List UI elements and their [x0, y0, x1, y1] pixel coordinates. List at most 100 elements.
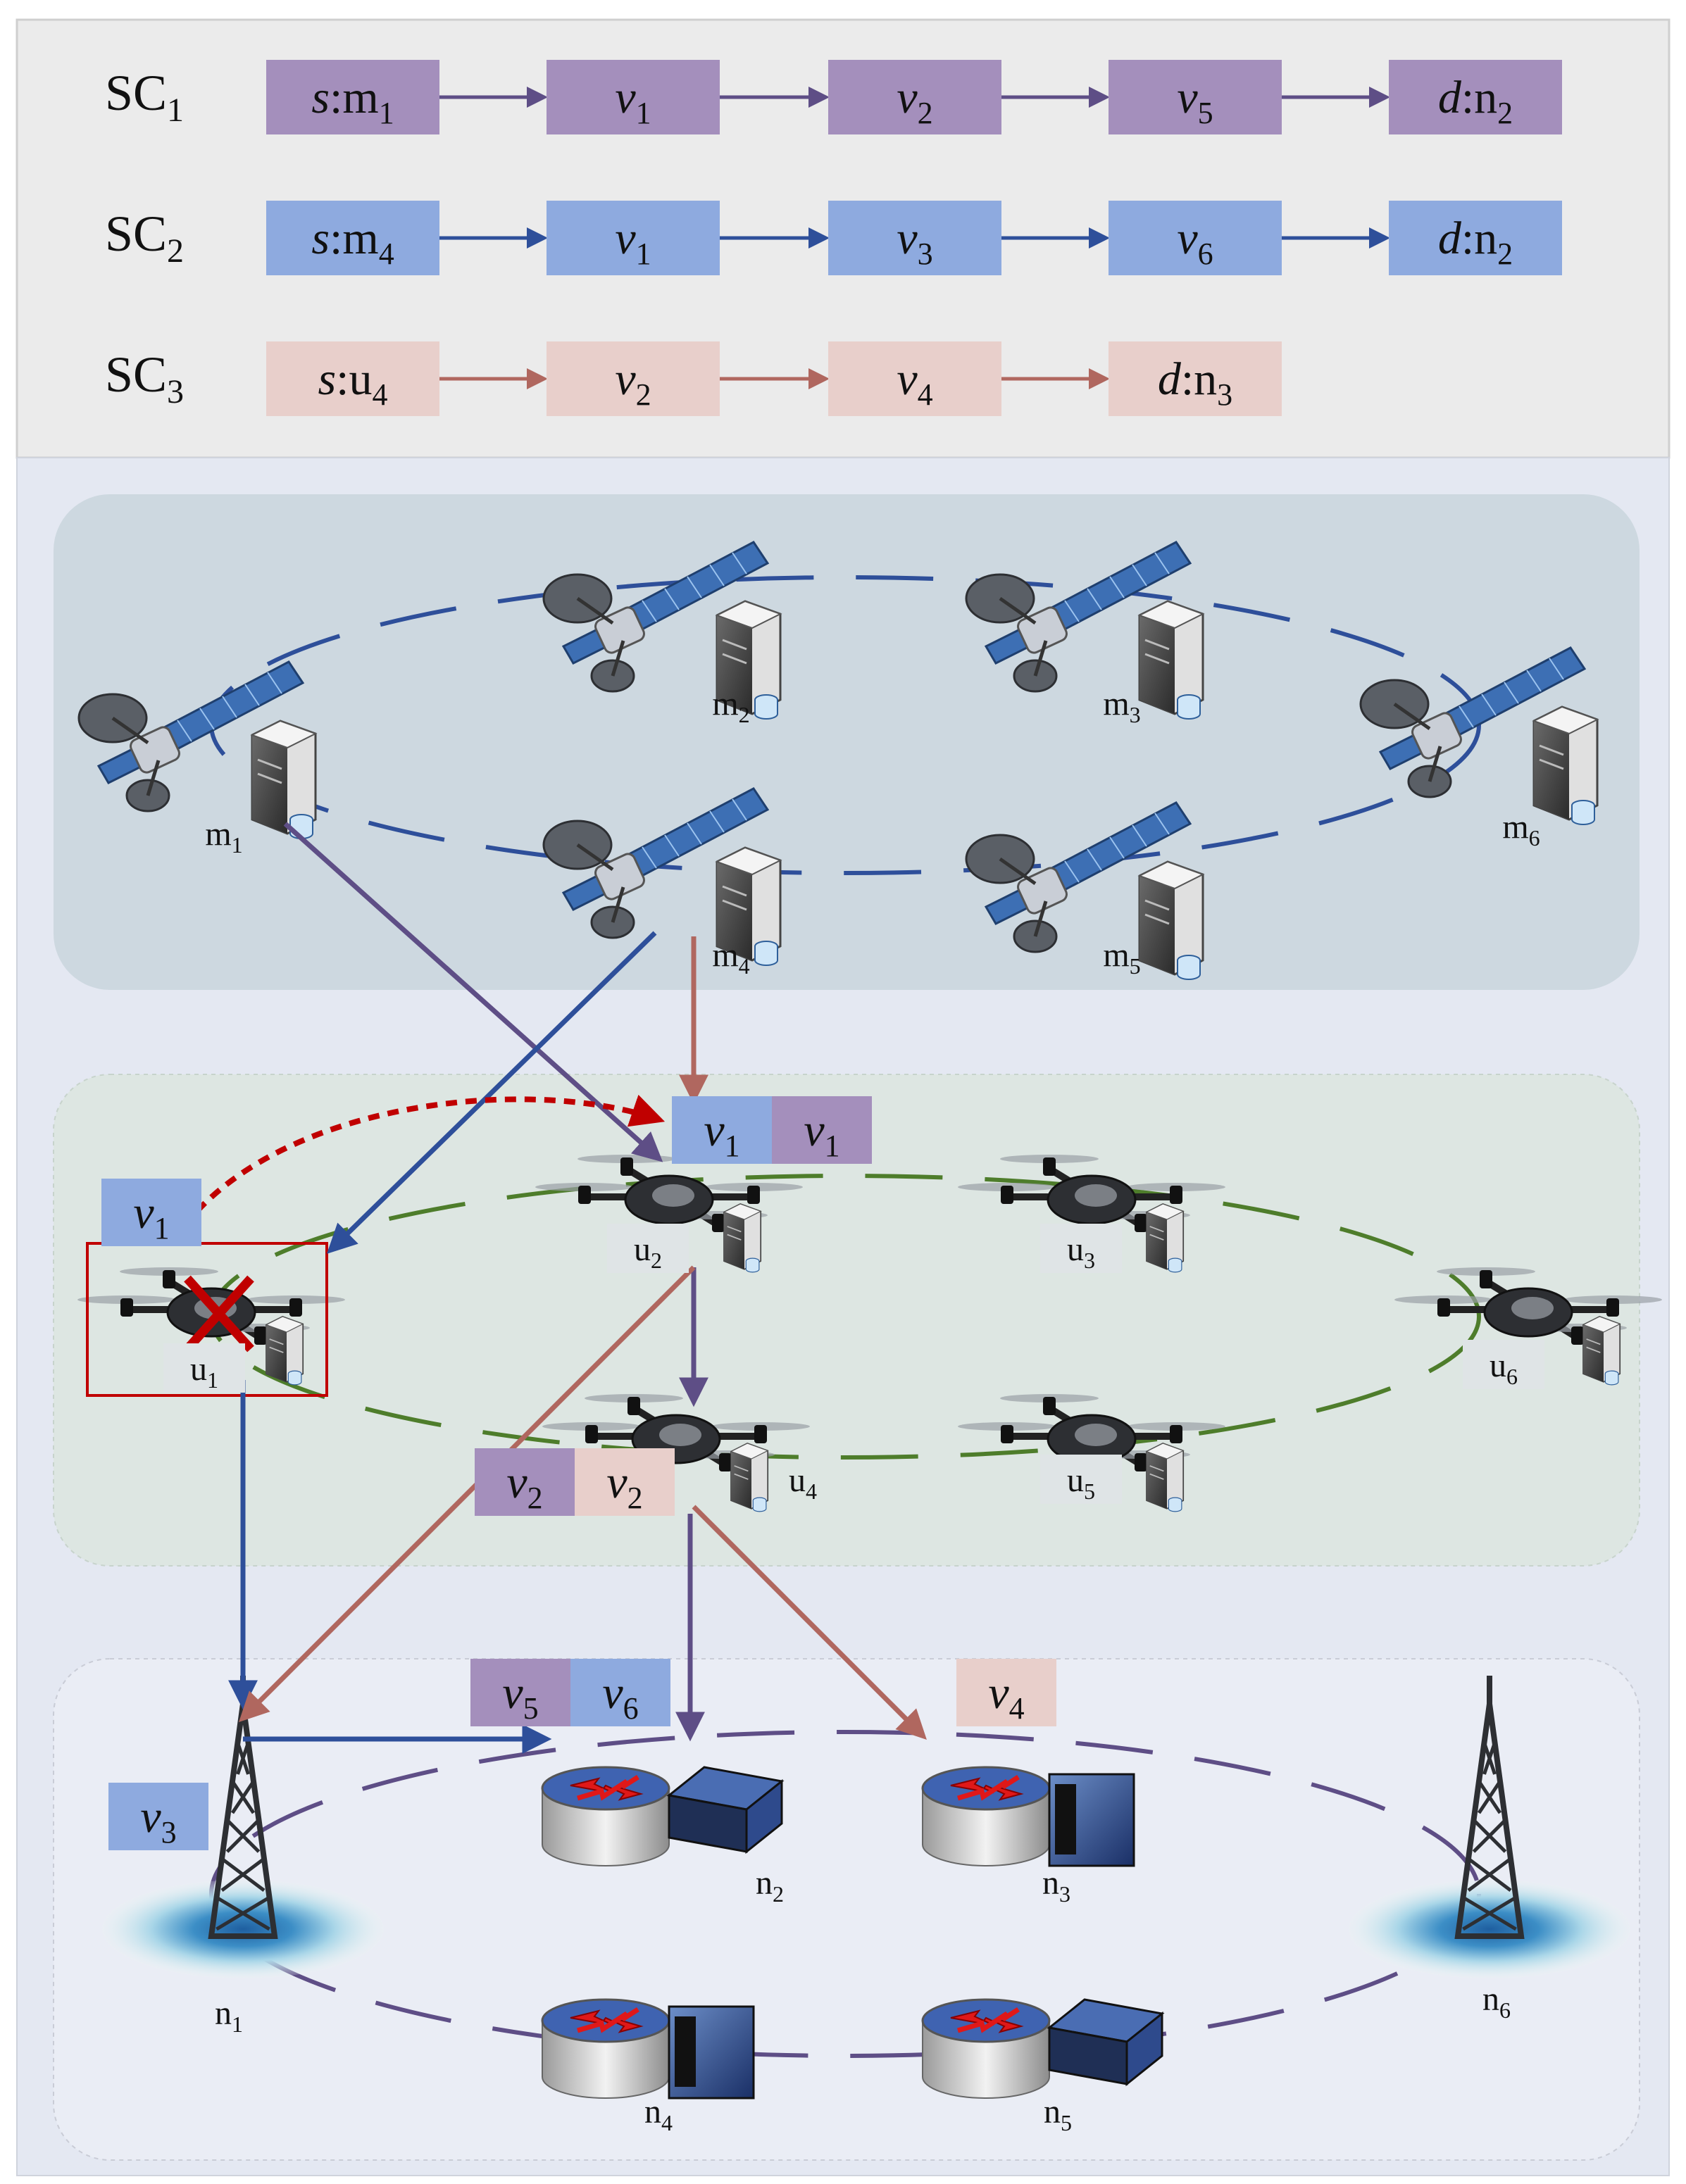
drone-u1-server-icon-top	[265, 1316, 304, 1333]
node-label-m3-text: m	[1103, 685, 1129, 722]
chain-3-box-4-label-text: :n	[1181, 353, 1217, 405]
tag-n3-v4-label-sub: 4	[1009, 1691, 1025, 1726]
node-label-n1-sub: 1	[232, 2012, 243, 2037]
tag-u2-v1-purple	[772, 1096, 872, 1164]
tower-n6	[1349, 1676, 1630, 1978]
chain-1-box-1-label-sub: 1	[379, 96, 394, 130]
flow-m1-u2	[283, 822, 663, 1162]
tag-n2-v6-label-italic: v	[602, 1667, 623, 1719]
drone-u3-motor-3	[1043, 1157, 1056, 1176]
satellite-m5-dish-arm	[999, 857, 1037, 886]
drone-u2-server-icon-slot	[727, 1226, 742, 1233]
drone-u1-motor-2	[289, 1298, 302, 1317]
drone-u4-motor-3	[627, 1397, 640, 1415]
tag-n2-v5-label-italic: v	[502, 1667, 523, 1719]
drone-u6-canopy	[1511, 1297, 1554, 1319]
node-label-m5-text: m	[1103, 936, 1129, 974]
drone-u4-server-icon-front	[731, 1451, 751, 1509]
chain-1-box-2-label: v1	[615, 72, 651, 130]
satellite-m5-server-icon-db-body	[1177, 960, 1201, 980]
drone-u3-motor-1	[1001, 1186, 1013, 1204]
node-label-m6-text: m	[1502, 808, 1528, 846]
drone-u6-motor-1	[1437, 1298, 1450, 1317]
network-nodes	[77, 541, 1662, 2100]
drone-u4-server-icon-top	[730, 1443, 769, 1460]
satellite-m5	[965, 801, 1205, 980]
satellite-m4-far-server-icon-front	[1534, 721, 1569, 820]
flow-m4-u1	[326, 931, 657, 1254]
drone-u6-server-icon-slot2	[1586, 1346, 1601, 1353]
tag-n2-v5	[470, 1659, 570, 1726]
drone-u2-motor-4	[712, 1214, 725, 1232]
satellite-m4-far-server-icon	[1532, 705, 1599, 825]
drone-u4-server-icon-slot	[734, 1465, 749, 1472]
failure-box	[86, 1242, 328, 1397]
satellite-m3-panel-cell	[1132, 564, 1147, 586]
tower-n6-tower-strut-b	[1472, 1819, 1507, 1853]
chain-1-box-2-label-sub: 1	[636, 96, 651, 130]
satellite-m4-far-dish-arm	[1393, 702, 1431, 731]
router-n4-router-arrows	[570, 2009, 644, 2033]
drone-u3	[958, 1155, 1225, 1273]
drone-u4-motor-2	[754, 1425, 767, 1443]
node-label-n4-text: n	[644, 2093, 661, 2130]
drone-u6-server-icon-front	[1583, 1324, 1604, 1382]
satellite-m2-dish2-arm	[611, 640, 625, 677]
drone-u2-motor-2	[747, 1186, 760, 1204]
node-label-u4-sub: 4	[806, 1479, 817, 1504]
router-n5-router-arrows	[950, 2009, 1024, 2033]
satellite-m5-panel-cell	[1132, 824, 1147, 847]
node-label-n3-text: n	[1042, 1864, 1059, 1902]
satellite-m2-panel-cell	[664, 588, 680, 610]
tag-u4-v2-pink-label: v2	[606, 1457, 642, 1515]
satellite-m3-server-icon-db-body	[1177, 700, 1201, 720]
satellite-m5-panel-cell	[1064, 860, 1080, 883]
chain-2-box-2-label: v1	[615, 213, 651, 271]
router-n5-switch-side	[1125, 2011, 1163, 2087]
satellite-m1-panel-cell	[177, 720, 192, 742]
chain-1-box-1	[266, 60, 439, 134]
tower-n1-tower-strut-b	[230, 1780, 256, 1814]
tag-u4-v2-purple	[475, 1448, 575, 1516]
uav-layer-panel	[53, 1074, 1640, 1567]
satellite-m2-server-icon-slot2	[722, 653, 747, 665]
tower-n6-tower-strut-b	[1467, 1857, 1512, 1892]
tag-u4-v2-pink-label-sub: 2	[627, 1481, 643, 1515]
chain-2-box-1-label-text: :m	[330, 213, 379, 264]
drone-u1-server-icon-slot	[269, 1338, 284, 1345]
drone-u5-motor-1	[1001, 1425, 1013, 1443]
satellite-m4-server-icon	[715, 846, 782, 966]
label-bg-u5	[1040, 1455, 1122, 1504]
drone-u6-server-icon	[1582, 1316, 1621, 1386]
chain-2-box-4-label: v6	[1177, 213, 1213, 271]
chain-2-box-5-label-sub: 2	[1497, 237, 1513, 271]
drone-u6-server-icon-top	[1582, 1316, 1621, 1333]
chain-2-box-2-label-italic: v	[615, 213, 636, 264]
chain-3-box-2-label-italic: v	[615, 353, 636, 405]
node-label-m3-sub: 3	[1130, 702, 1141, 727]
drone-u6-motor-2	[1606, 1298, 1619, 1317]
drone-u4-server-icon	[730, 1443, 769, 1512]
drone-u3-server-icon-slot	[1149, 1226, 1164, 1233]
drone-u6-motor-3	[1480, 1270, 1492, 1288]
satellite-m3-panel-cell	[1064, 600, 1080, 622]
label-bg-u3	[1040, 1224, 1122, 1273]
satellite-m5-server-icon-slot2	[1144, 913, 1170, 925]
satellite-m3-server-icon	[1137, 600, 1205, 720]
chain-3-box-3-label-sub: 4	[918, 377, 933, 412]
chain-3-box-1-label-text: :u	[336, 353, 372, 405]
tag-n2-v6	[570, 1659, 670, 1726]
node-label-n2-text: n	[756, 1864, 773, 1902]
label-bg-u2	[607, 1224, 689, 1273]
router-n2-switch-side	[745, 1778, 783, 1854]
satellite-m4-server-icon-db-body	[754, 946, 778, 966]
chain-2-box-1	[266, 201, 439, 275]
tag-u2-v1-blue	[672, 1096, 772, 1164]
satellite-m3-panel-cell	[1154, 552, 1170, 575]
node-label-u5-sub: 5	[1084, 1479, 1095, 1504]
node-label-m2-sub: 2	[739, 702, 750, 727]
satellite-m2-panel-cell	[642, 600, 657, 622]
